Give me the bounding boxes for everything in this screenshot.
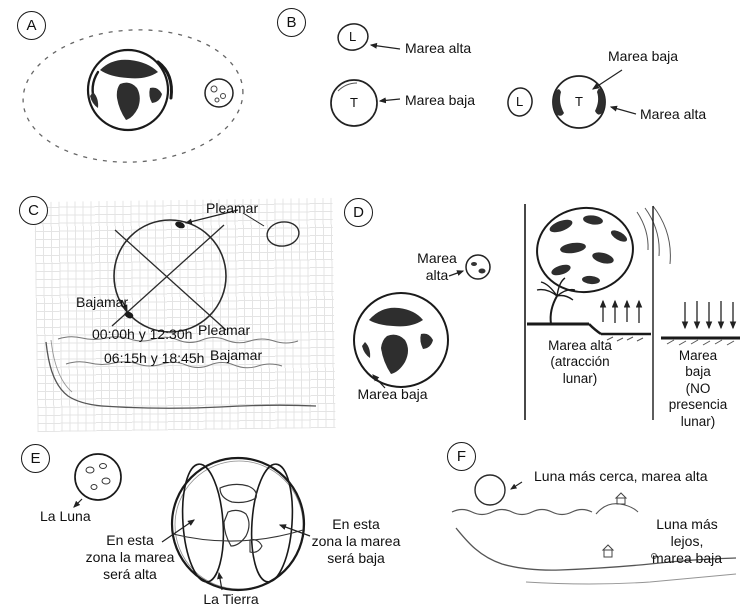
arrow-la-tierra <box>217 571 223 591</box>
zona-baja-label: En esta zona la marea será baja <box>311 516 401 567</box>
moon-large-sketch <box>536 205 671 294</box>
panel-d-badge: D <box>344 198 373 227</box>
panel-e: E <box>10 440 435 611</box>
panel-a-badge: A <box>17 11 46 40</box>
moon-orbit-path <box>22 29 244 163</box>
arrow-marea-alta-left <box>369 42 401 50</box>
palm-tree-sketch <box>536 277 576 325</box>
earth-sketch <box>170 456 306 592</box>
panel-f: F <box>430 440 742 611</box>
bajamar-label: Bajamar <box>76 294 129 310</box>
earth-circle-cross <box>111 219 227 333</box>
arrow-marea-baja-left <box>378 97 401 104</box>
moon-sketch <box>242 212 300 247</box>
earth-sketch <box>353 292 449 388</box>
la-tierra-label: La Tierra <box>203 591 259 607</box>
arrow-bajamar <box>121 299 128 313</box>
zona-alta-label: En esta zona la marea será alta <box>85 532 175 583</box>
panel-c-badge: C <box>19 196 48 225</box>
pleamar-times: 00:00h y 12:30h <box>92 326 193 342</box>
earth-zones-sketch <box>73 453 311 592</box>
panel-a: A <box>0 0 270 190</box>
arrow-zona-alta <box>161 519 195 543</box>
earth-moon-orbit-sketch <box>22 29 244 163</box>
arrow-marea-alta <box>448 270 465 277</box>
marea-baja-label-right: Marea baja <box>608 48 679 64</box>
panel-c: C <box>10 192 340 440</box>
earth-sketch <box>86 48 173 132</box>
moon-small-sketch <box>465 254 491 280</box>
arrow-marea-baja-right <box>591 69 623 90</box>
lunar-attraction-sketch <box>353 204 740 420</box>
luna-cerca-label: Luna más cerca, marea alta <box>534 468 708 484</box>
moon-letter-left: L <box>349 29 357 44</box>
earth-letter-right: T <box>575 94 583 109</box>
up-arrows <box>599 299 643 323</box>
marea-baja-label: Marea baja <box>357 386 428 402</box>
arrow-pleamar <box>184 209 239 225</box>
shoreline-sketch <box>451 474 737 585</box>
tide-curve <box>45 336 317 409</box>
earth-circle-right <box>552 75 606 129</box>
marea-alta-caption: Marea alta (atracción lunar) <box>548 338 612 386</box>
tide-schedule-sketch <box>45 209 317 409</box>
high-tide-shore <box>451 492 639 516</box>
moon-circle-right <box>507 87 533 117</box>
panel-b-badge: B <box>277 8 306 37</box>
panel-e-badge: E <box>21 444 50 473</box>
marea-alta-label-left: Marea alta <box>405 40 472 56</box>
panel-d: D <box>335 192 742 447</box>
luna-lejos-label: Luna más lejos, marea baja <box>651 516 723 567</box>
bajamar-times: 06:15h y 18:45h <box>104 350 205 366</box>
earth-letter-left: T <box>350 95 358 110</box>
marea-baja-label-left: Marea baja <box>405 92 476 108</box>
la-luna-label: La Luna <box>40 508 91 524</box>
pleamar-label: Pleamar <box>206 200 259 216</box>
moon-sketch <box>474 474 523 506</box>
moon-sketch <box>73 453 122 508</box>
earth-circle-left <box>330 79 378 127</box>
panel-b: B <box>270 0 742 190</box>
marea-baja-caption: Marea baja (NO presencia lunar) <box>668 348 728 429</box>
moon-letter-right: L <box>516 94 524 109</box>
tide-bulge-sketch <box>330 23 637 129</box>
low-tide-shore <box>455 527 737 585</box>
panel-f-badge: F <box>447 442 476 471</box>
moon-sketch <box>204 78 234 108</box>
marea-alta-label-right: Marea alta <box>640 106 707 122</box>
arrow-marea-alta-right <box>609 105 637 115</box>
pleamar-times-label: Pleamar <box>198 322 251 338</box>
moon-circle-left <box>337 23 369 51</box>
beach-high-tide <box>527 322 651 342</box>
arrow-zona-baja <box>278 524 311 537</box>
arrow-marea-baja <box>372 374 386 389</box>
down-arrows <box>681 301 737 330</box>
beach-low-tide <box>661 336 740 346</box>
marea-alta-label: Marea alta <box>417 250 457 284</box>
bajamar-times-label: Bajamar <box>210 347 263 363</box>
